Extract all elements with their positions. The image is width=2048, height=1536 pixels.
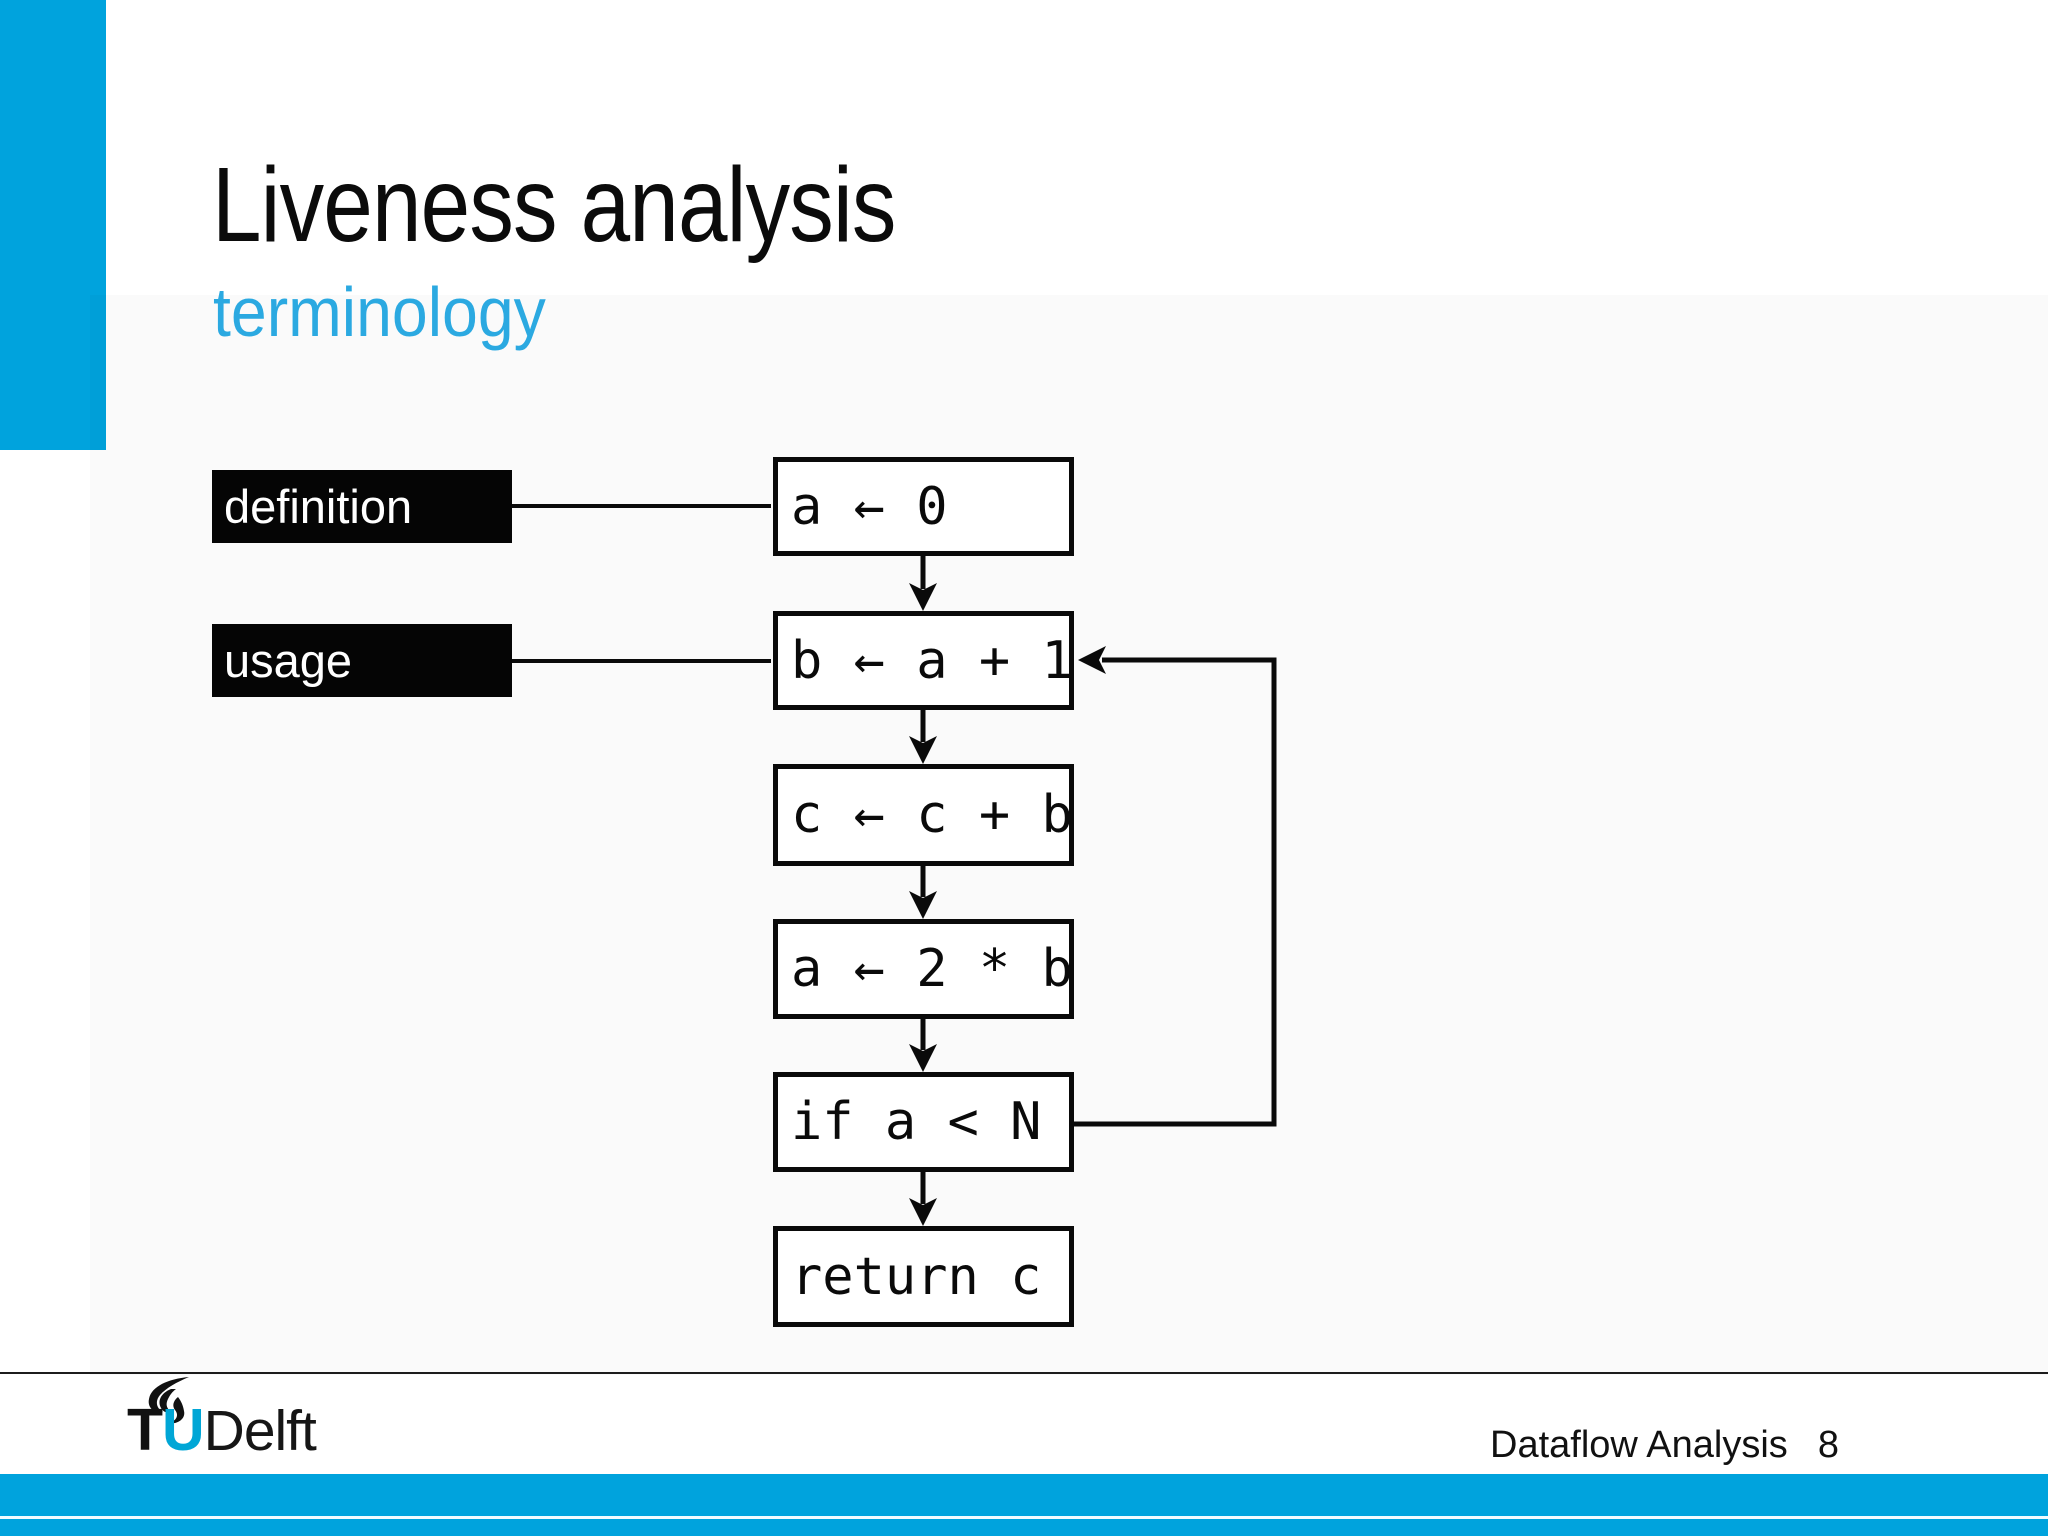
flow-node-c-update: c ← c + b bbox=[773, 764, 1074, 866]
definition-label: definition bbox=[212, 470, 512, 543]
flow-node-code: b ← a + 1 bbox=[791, 630, 1073, 691]
flow-node-code: a ← 2 * b bbox=[791, 939, 1073, 999]
flow-node-return: return c bbox=[773, 1226, 1074, 1327]
definition-label-text: definition bbox=[224, 480, 413, 533]
logo-letter-t: T bbox=[127, 1397, 163, 1463]
loop-back-arrowhead bbox=[1078, 646, 1106, 674]
flow-node-branch: if a < N bbox=[773, 1072, 1074, 1172]
flow-node-code: c ← c + b bbox=[791, 785, 1073, 845]
flow-node-code: if a < N bbox=[791, 1092, 1042, 1152]
flow-node-def-a: a ← 0 bbox=[773, 457, 1074, 556]
bottom-bar-divider bbox=[0, 1516, 2048, 1519]
flow-node-use-a: b ← a + 1 bbox=[773, 611, 1074, 710]
loop-back-edge bbox=[1074, 657, 1277, 1127]
flame-icon bbox=[148, 1377, 189, 1424]
page-subtitle: terminology bbox=[213, 273, 546, 351]
flow-arrowheads bbox=[909, 583, 937, 1226]
flow-node-a-update: a ← 2 * b bbox=[773, 919, 1074, 1019]
page-title: Liveness analysis bbox=[212, 146, 896, 264]
page-number: 8 bbox=[1817, 1424, 1839, 1466]
logo-delft-text: Delft bbox=[203, 1399, 317, 1463]
bottom-accent-bar bbox=[0, 1474, 2048, 1536]
left-accent-bar bbox=[0, 0, 106, 450]
footer-meta: Dataflow Analysis 8 bbox=[1490, 1424, 1839, 1467]
usage-label: usage bbox=[212, 624, 512, 697]
footer-divider bbox=[0, 1372, 2048, 1374]
flow-node-code: return c bbox=[791, 1246, 1042, 1307]
tu-delft-wordmark: TUDelft bbox=[127, 1399, 317, 1463]
usage-label-text: usage bbox=[224, 634, 353, 687]
logo-letter-u: U bbox=[162, 1397, 205, 1463]
course-title: Dataflow Analysis bbox=[1490, 1424, 1788, 1466]
tu-delft-logo: TUDelft bbox=[127, 1377, 447, 1465]
flow-node-code: a ← 0 bbox=[791, 476, 948, 537]
